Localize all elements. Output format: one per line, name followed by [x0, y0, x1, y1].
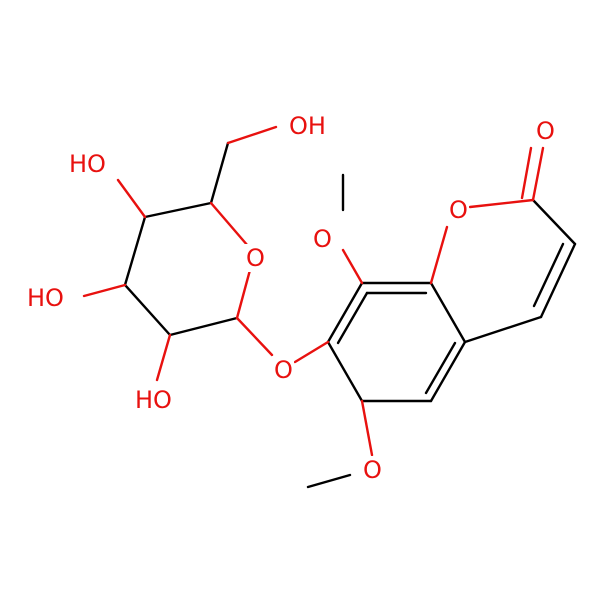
glycosidic-oxygen-label: O [274, 356, 293, 384]
bond-c4a-c5 [429, 340, 467, 403]
bond-c2-ocarbonyl-inner [520, 146, 533, 200]
bond-c7-c8 [326, 281, 364, 344]
bond-o1-c2 [468, 198, 535, 209]
hetero-bond-layer [82, 125, 545, 457]
bond-c4-c3 [539, 242, 577, 319]
bond-c4-c3-inner [532, 242, 565, 308]
bond-c3-c2 [123, 283, 172, 337]
bond-c6-oh [226, 125, 278, 145]
sugar-ring-oxygen-label: O [246, 244, 265, 272]
bond-c6-o6 [360, 399, 374, 457]
bond-c4a-c4 [463, 315, 543, 344]
bond-c2-c1 [168, 316, 239, 337]
bond-c4-oh [116, 178, 147, 219]
bond-c8a-o1 [429, 225, 449, 285]
c3-hydroxyl-label: HO [27, 284, 64, 312]
bond-oglyc-c7 [293, 340, 330, 364]
hydroxymethyl-oh-label: OH [289, 112, 326, 140]
bond-c5-oring [209, 201, 250, 248]
bond-c1-oring [235, 268, 252, 320]
bond-c4-c3 [123, 215, 147, 287]
lactone-ring-oxygen-label: O [449, 196, 468, 224]
bond-c8a-c4a [429, 281, 467, 344]
bond-c7-c8-inner [336, 291, 369, 345]
bond-layer [123, 141, 577, 489]
bond-c6-c7 [326, 340, 364, 403]
methoxy-6-oxygen-label: O [363, 456, 382, 484]
carbonyl-oxygen-label: O [536, 117, 555, 145]
bond-c5-c4 [143, 201, 213, 219]
atom-label-layer: OH HO HO HO O O O O O O [26, 112, 556, 484]
bond-c1-oglyc [235, 316, 274, 357]
methoxy-8-oxygen-label: O [313, 225, 332, 253]
bond-c2-oh [155, 333, 172, 382]
c2-hydroxyl-label: HO [135, 386, 172, 414]
bond-me6 [306, 473, 352, 489]
bond-c3-oh [82, 283, 127, 298]
bond-c5-c6 [209, 141, 230, 205]
bond-o8-c8 [341, 248, 364, 285]
bond-c2-ocarbonyl [531, 146, 545, 202]
bond-c4a-c5-inner [424, 341, 457, 395]
c4-hydroxyl-label: HO [69, 150, 106, 178]
bond-c3-c2 [531, 198, 577, 246]
